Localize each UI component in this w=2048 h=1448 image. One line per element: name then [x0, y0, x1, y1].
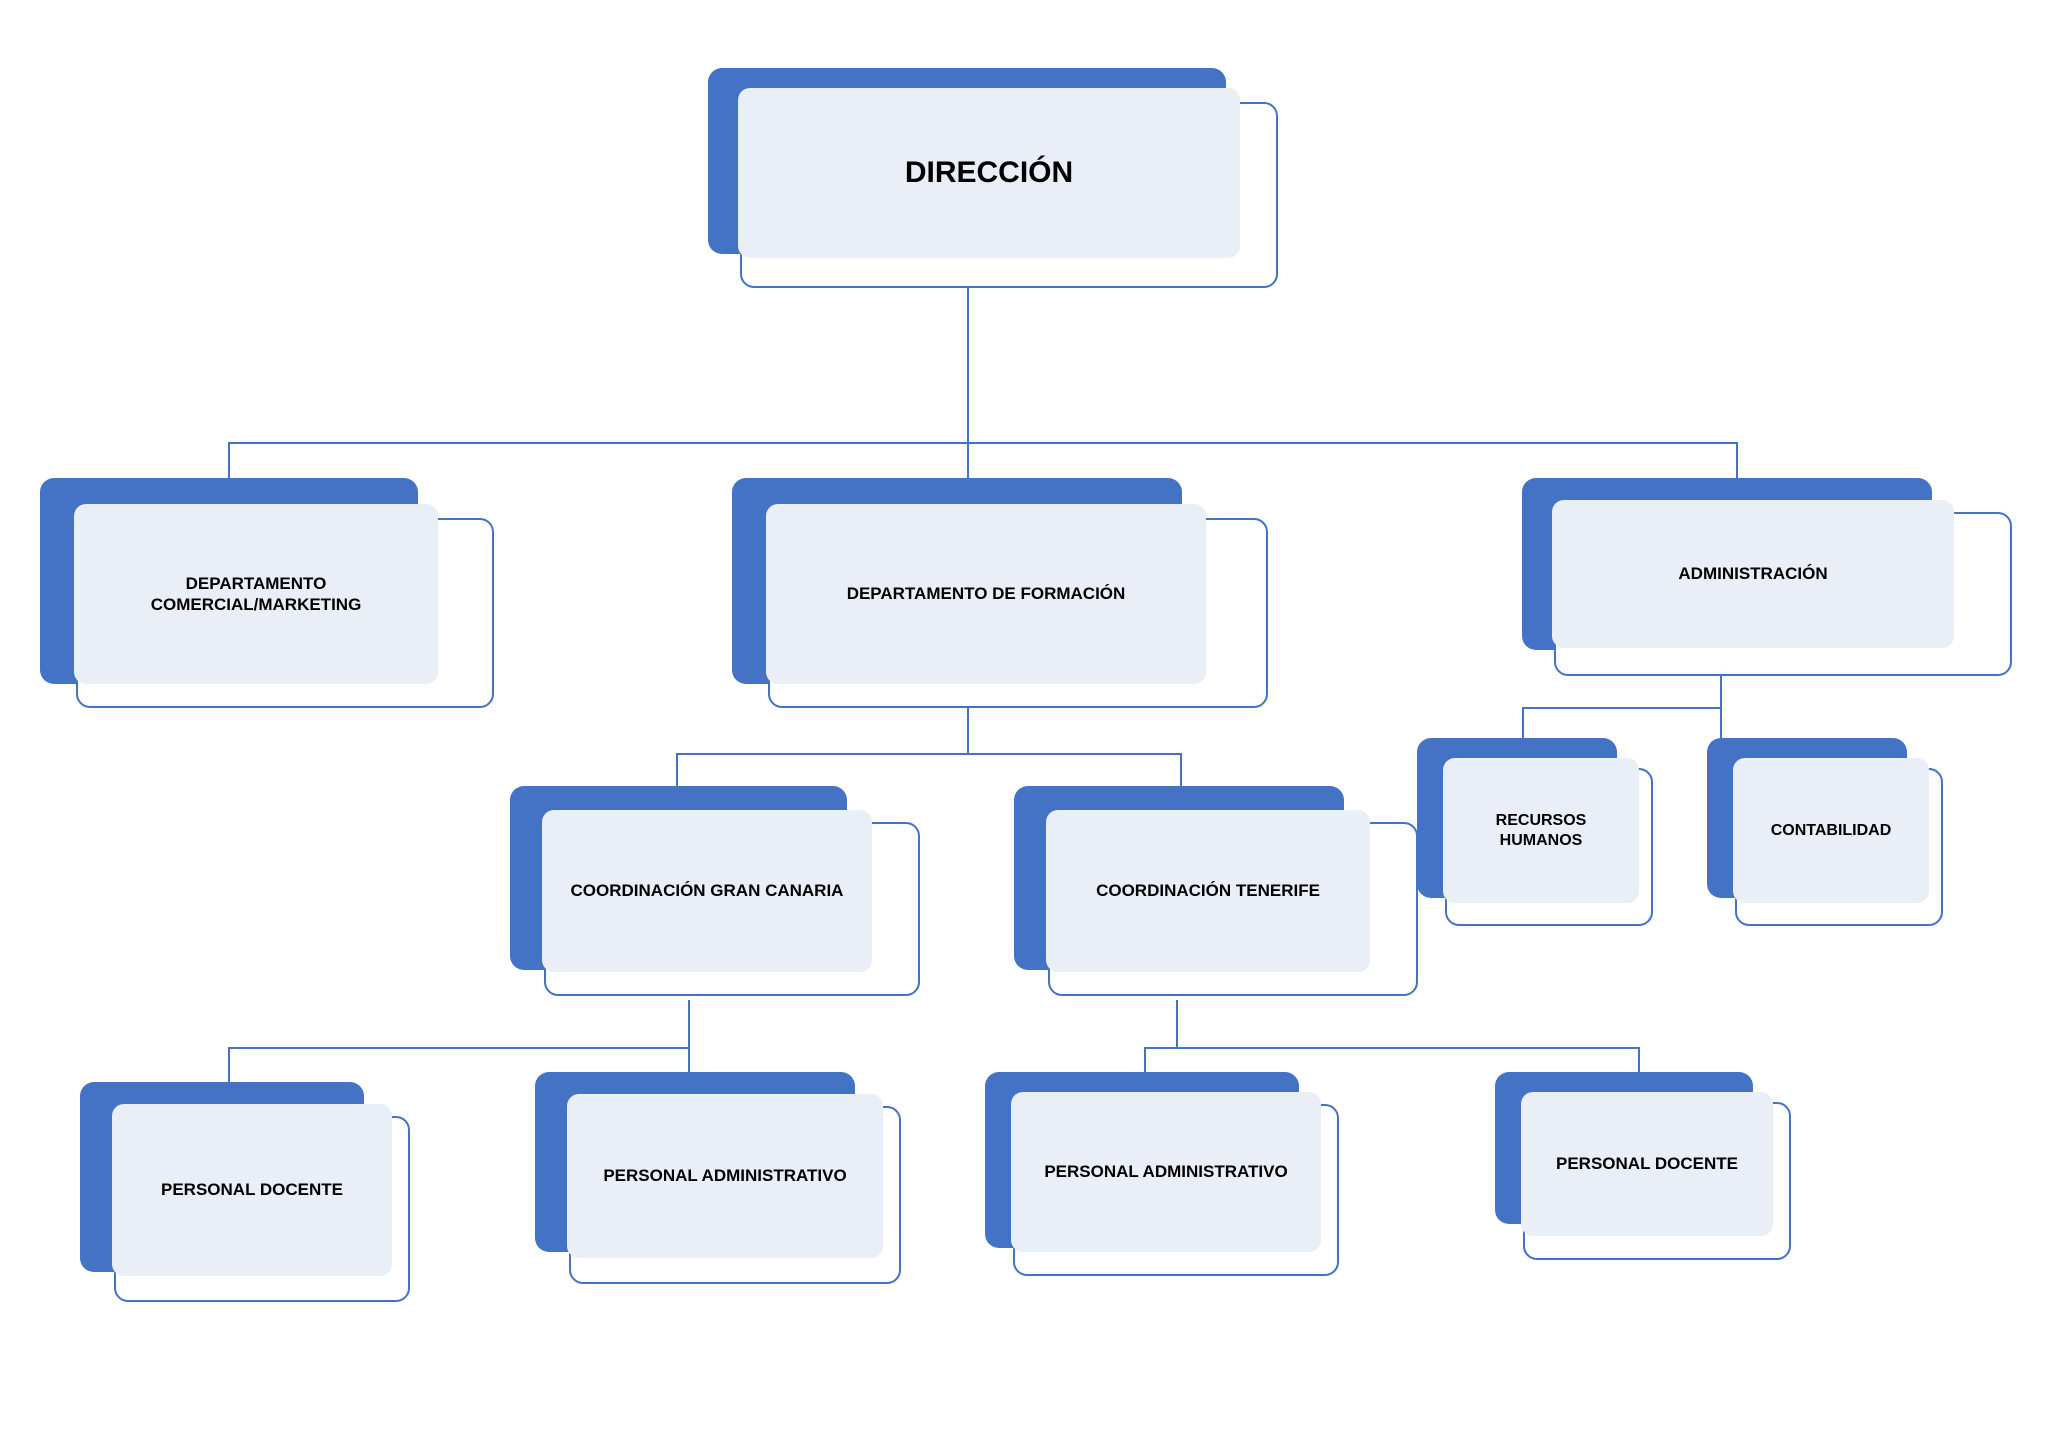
node-label: ADMINISTRACIÓN	[1678, 564, 1828, 584]
node-label: PERSONAL ADMINISTRATIVO	[1044, 1162, 1288, 1182]
node-card: ADMINISTRACIÓN	[1552, 500, 1954, 648]
node-card: COORDINACIÓN GRAN CANARIA	[542, 810, 872, 972]
connector-drop-admin-tf	[1144, 1047, 1146, 1083]
connector-gc-leaf-bus	[228, 1047, 690, 1049]
connector-administracion-bus	[1522, 707, 1722, 709]
node-label: PERSONAL DOCENTE	[1556, 1154, 1738, 1174]
node-direccion[interactable]: DIRECCIÓN	[708, 68, 1278, 288]
node-administracion[interactable]: ADMINISTRACIÓN	[1522, 478, 2012, 698]
node-label: DIRECCIÓN	[904, 156, 1074, 190]
node-personal-administrativo-tenerife[interactable]: PERSONAL ADMINISTRATIVO	[985, 1072, 1355, 1302]
node-label: CONTABILIDAD	[1770, 821, 1892, 839]
connector-drop-administracion	[1736, 442, 1738, 480]
node-label: COORDINACIÓN TENERIFE	[1096, 881, 1320, 901]
connector-drop-tenerife	[1180, 753, 1182, 790]
connector-drop-docente-gc	[228, 1047, 230, 1083]
node-label: RECURSOS HUMANOS	[1495, 811, 1587, 849]
node-coordinacion-tenerife[interactable]: COORDINACIÓN TENERIFE	[1014, 786, 1418, 1008]
connector-direccion-stem	[967, 214, 969, 443]
node-recursos-humanos[interactable]: RECURSOS HUMANOS	[1417, 738, 1667, 938]
node-label: PERSONAL DOCENTE	[161, 1180, 343, 1200]
node-departamento-formacion[interactable]: DEPARTAMENTO DE FORMACIÓN	[732, 478, 1268, 728]
connector-drop-admin-gc	[688, 1047, 690, 1083]
node-card: PERSONAL DOCENTE	[1521, 1092, 1773, 1236]
connector-level1-bus	[228, 442, 1738, 444]
node-comercial-marketing[interactable]: DEPARTAMENTO COMERCIAL/MARKETING	[40, 478, 494, 728]
connector-drop-docente-tf	[1638, 1047, 1640, 1083]
node-personal-administrativo-gran-canaria[interactable]: PERSONAL ADMINISTRATIVO	[535, 1072, 905, 1302]
node-coordinacion-gran-canaria[interactable]: COORDINACIÓN GRAN CANARIA	[510, 786, 920, 1008]
node-personal-docente-tenerife[interactable]: PERSONAL DOCENTE	[1495, 1072, 1835, 1292]
connector-administracion-stem	[1720, 672, 1722, 708]
connector-drop-contabilidad	[1720, 707, 1722, 740]
connector-tf-leaf-bus	[1144, 1047, 1640, 1049]
node-card: CONTABILIDAD	[1733, 758, 1929, 903]
node-card: DEPARTAMENTO DE FORMACIÓN	[766, 504, 1206, 684]
node-card: PERSONAL DOCENTE	[112, 1104, 392, 1276]
node-personal-docente-gran-canaria[interactable]: PERSONAL DOCENTE	[80, 1082, 420, 1312]
connector-drop-formacion	[967, 442, 969, 480]
connector-drop-recursos-humanos	[1522, 707, 1524, 740]
node-label: COORDINACIÓN GRAN CANARIA	[570, 881, 844, 901]
node-card: PERSONAL ADMINISTRATIVO	[1011, 1092, 1321, 1252]
node-card: COORDINACIÓN TENERIFE	[1046, 810, 1370, 972]
node-card: DEPARTAMENTO COMERCIAL/MARKETING	[74, 504, 438, 684]
connector-coordinacion-bus	[676, 753, 1182, 755]
node-contabilidad[interactable]: CONTABILIDAD	[1707, 738, 1957, 938]
node-label: DEPARTAMENTO DE FORMACIÓN	[846, 584, 1126, 604]
node-label: PERSONAL ADMINISTRATIVO	[603, 1166, 847, 1186]
connector-formacion-stem	[967, 706, 969, 754]
connector-gran-canaria-stem	[688, 1000, 690, 1048]
node-label: DEPARTAMENTO COMERCIAL/MARKETING	[150, 573, 362, 614]
node-card: RECURSOS HUMANOS	[1443, 758, 1639, 903]
connector-drop-comercial	[228, 442, 230, 480]
node-card: PERSONAL ADMINISTRATIVO	[567, 1094, 883, 1258]
connector-drop-gran-canaria	[676, 753, 678, 790]
connector-tenerife-stem	[1176, 1000, 1178, 1048]
node-card: DIRECCIÓN	[738, 88, 1240, 258]
